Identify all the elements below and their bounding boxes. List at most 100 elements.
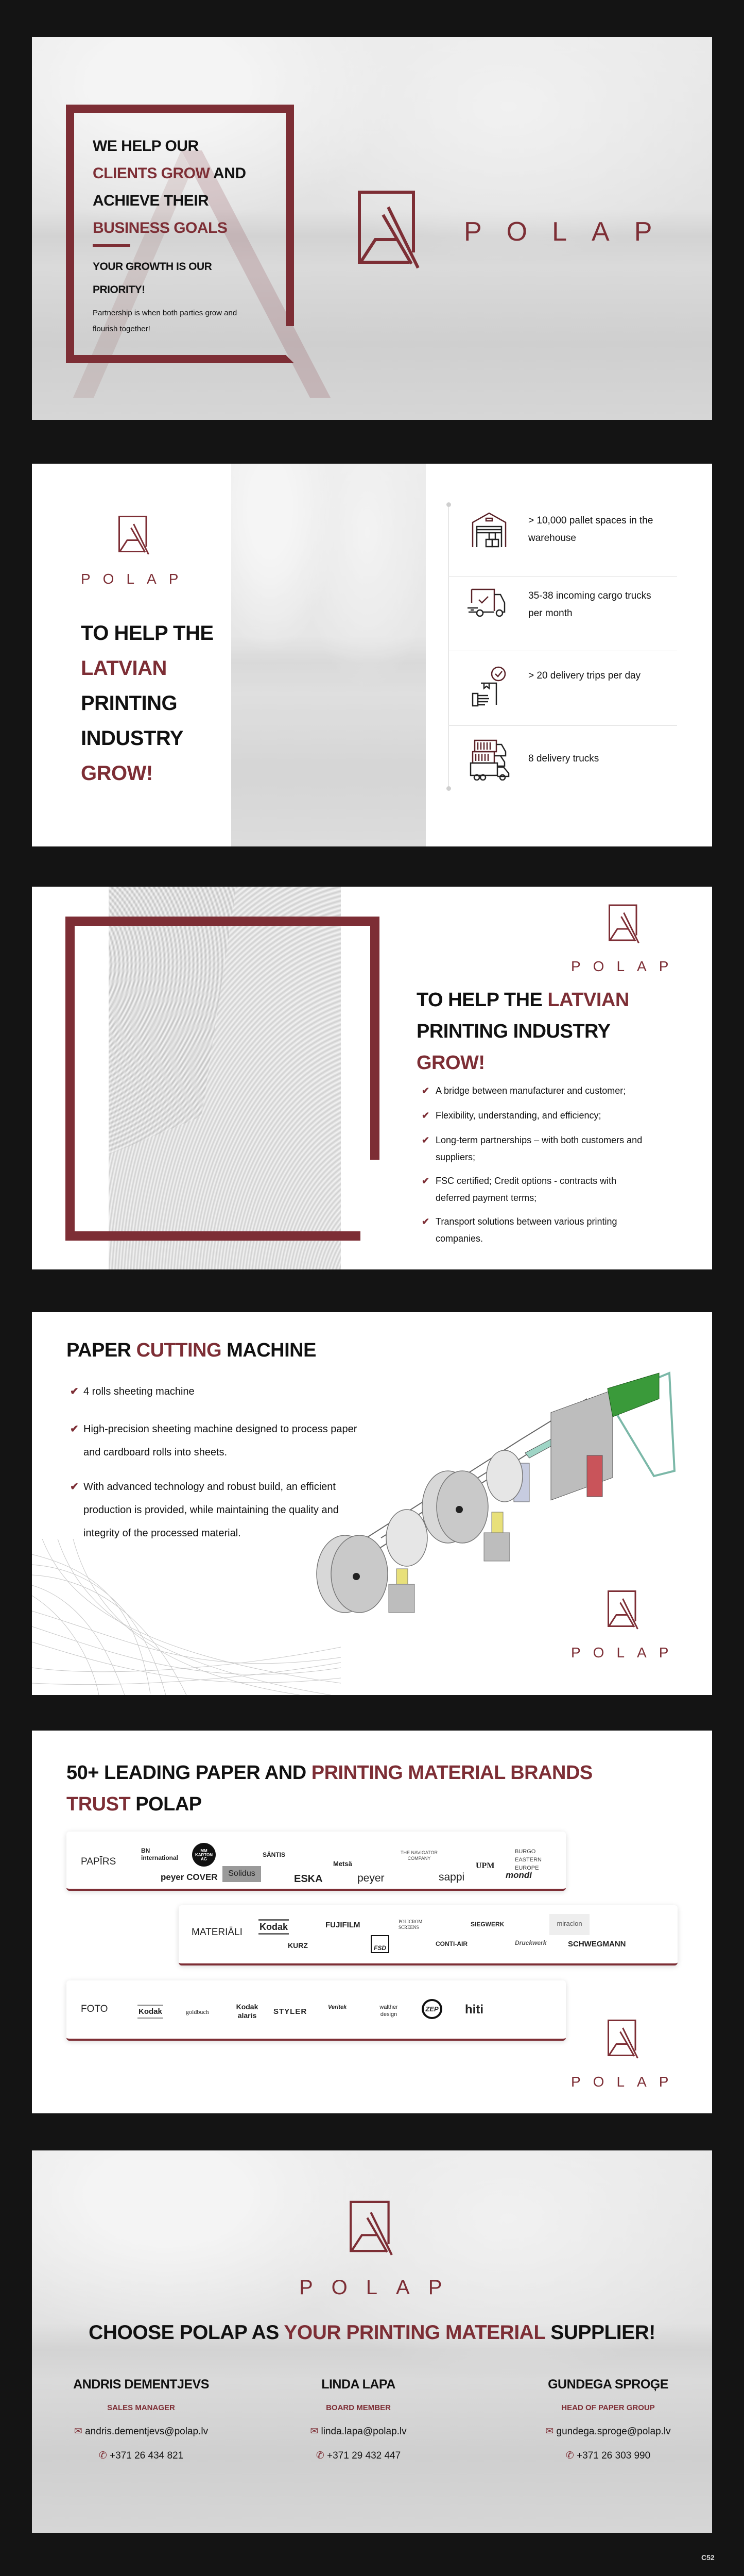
divider <box>93 244 130 247</box>
brand-logo-mondi: mondi <box>506 1870 532 1880</box>
title-line: 50+ LEADING PAPER AND PRINTING MATERIAL … <box>66 1757 593 1789</box>
contact-name: LINDA LAPA <box>321 2377 395 2392</box>
brand-logo-peyer-cover: peyer COVER <box>161 1872 218 1882</box>
timeline-line <box>448 504 449 788</box>
list-item: ✔A bridge between manufacturer and custo… <box>422 1082 679 1099</box>
list-item-text: FSC certified; Credit options - contract… <box>436 1176 617 1203</box>
brand-logo-conti-air: CONTI-AIR <box>436 1940 468 1947</box>
list-item-text: With advanced technology and robust buil… <box>83 1481 339 1539</box>
brand-logo-bn: BN international <box>141 1847 179 1861</box>
brand-logo-veritek: Veritek <box>328 2004 347 2010</box>
brand-logo-miraclon: miraclon <box>549 1914 590 1935</box>
brand-logo-policrom: POLICROM SCREENS <box>399 1919 423 1930</box>
brand-card-paper <box>66 1832 566 1891</box>
contact-email-row[interactable]: ✉ gundega.sproge@polap.lv <box>526 2426 690 2437</box>
subheading-line: YOUR GROWTH IS OUR <box>93 261 212 273</box>
stat-delivery-trips: > 20 delivery trips per day <box>528 670 641 681</box>
headline-line: LATVIAN <box>81 657 167 680</box>
polap-wordmark: POLAP <box>299 2276 461 2299</box>
brand-card-materials <box>179 1905 678 1965</box>
contact-phone[interactable]: +371 26 434 821 <box>110 2450 184 2461</box>
background-a-watermark <box>73 150 331 398</box>
contact-phone-row[interactable]: ✆ +371 26 303 990 <box>526 2450 690 2462</box>
contact-phone[interactable]: +371 26 303 990 <box>577 2450 651 2461</box>
headline-line: WE HELP OUR <box>93 138 199 155</box>
brand-logo-navigator: THE NAVIGATOR COMPANY <box>400 1850 438 1861</box>
list-item: ✔Transport solutions between various pri… <box>422 1213 643 1247</box>
frame-right-edge <box>286 105 294 326</box>
check-icon: ✔ <box>70 1423 79 1435</box>
list-item: ✔High-precision sheeting machine designe… <box>70 1418 374 1464</box>
headline-line: CLIENTS GROW AND <box>93 160 246 187</box>
check-icon: ✔ <box>422 1216 430 1227</box>
headline-text: SUPPLIER! <box>545 2321 655 2344</box>
brand-card-photo <box>66 1980 566 2041</box>
contact-role: HEAD OF PAPER GROUP <box>561 2403 655 2412</box>
polap-wordmark: POLAP <box>464 217 677 247</box>
polap-logo-icon <box>358 191 420 269</box>
contact-phone[interactable]: +371 29 432 447 <box>327 2450 401 2461</box>
check-icon: ✔ <box>70 1481 79 1493</box>
title-text: MACHINE <box>221 1340 316 1361</box>
headline-line: PRINTING INDUSTRY <box>417 1021 611 1042</box>
title-accent: TRUST <box>66 1793 131 1815</box>
phone-icon: ✆ <box>98 2450 107 2461</box>
brand-logo-walther-design: walther design <box>379 2004 398 2018</box>
email-icon: ✉ <box>74 2426 82 2437</box>
contact-role: SALES MANAGER <box>107 2403 175 2412</box>
phone-icon: ✆ <box>316 2450 324 2461</box>
brand-logo-santis: SÄNTIS <box>263 1851 286 1858</box>
hero-headline: WE HELP OUR CLIENTS GROW AND ACHIEVE THE… <box>93 132 246 242</box>
contact-slide: POLAP CHOOSE POLAP AS YOUR PRINTING MATE… <box>32 2150 712 2533</box>
headline-line: INDUSTRY <box>81 727 183 750</box>
brand-logo-schwegmann: SCHWEGMANN <box>568 1940 626 1948</box>
headline-line: TO HELP THE LATVIAN <box>417 985 629 1016</box>
check-icon: ✔ <box>422 1110 430 1121</box>
check-icon: ✔ <box>422 1176 430 1186</box>
list-item: ✔Long-term partnerships – with both cust… <box>422 1132 648 1166</box>
contact-phone-row[interactable]: ✆ +371 29 432 447 <box>276 2450 441 2462</box>
brand-logo-hiti: hiti <box>465 2003 483 2016</box>
closing-headline: CHOOSE POLAP AS YOUR PRINTING MATERIAL S… <box>32 2321 712 2344</box>
contact-email[interactable]: gundega.sproge@polap.lv <box>556 2426 671 2437</box>
hero-subheading: YOUR GROWTH IS OUR PRIORITY! <box>93 255 212 301</box>
brand-logo-eska: ESKA <box>294 1873 323 1885</box>
list-item: ✔ With advanced technology and robust bui… <box>70 1476 358 1545</box>
values-list: ✔A bridge between manufacturer and custo… <box>422 1082 679 1247</box>
truck-fleet-icon <box>470 739 510 781</box>
headline-line: TO HELP THE <box>81 622 214 645</box>
brand-logo-kodak: Kodak <box>258 1919 289 1935</box>
timeline-dot <box>446 786 451 791</box>
contact-email[interactable]: andris.dementjevs@polap.lv <box>85 2426 209 2437</box>
polap-logo-icon <box>608 2019 638 2059</box>
contact-phone-row[interactable]: ✆ +371 26 434 821 <box>59 2450 223 2462</box>
title-text: PAPER <box>66 1340 136 1361</box>
headline-accent: YOUR PRINTING MATERIAL <box>284 2321 545 2344</box>
check-icon: ✔ <box>422 1135 430 1145</box>
category-label: MATERIĀLI <box>192 1927 243 1938</box>
machine-slide: PAPER CUTTING MACHINE ✔4 rolls sheeting … <box>32 1312 712 1695</box>
frame-bottom-edge <box>65 1231 360 1241</box>
brand-logo-sappi: sappi <box>439 1871 465 1883</box>
polap-logo-icon <box>608 1590 638 1630</box>
contact-email-row[interactable]: ✉ linda.lapa@polap.lv <box>276 2426 441 2437</box>
brand-logo-goldbuch: goldbuch <box>186 2008 209 2015</box>
values-slide: POLAP TO HELP THE LATVIAN PRINTING INDUS… <box>32 887 712 1269</box>
check-icon: ✔ <box>70 1386 79 1397</box>
polap-wordmark: POLAP <box>571 958 681 974</box>
headline-line: BUSINESS GOALS <box>93 219 228 236</box>
delivery-truck-check-icon <box>468 588 506 617</box>
title-accent: CUTTING <box>136 1340 222 1361</box>
polap-logo-icon <box>118 515 149 555</box>
brand-logo-metsa: Metsä <box>333 1860 352 1868</box>
mission-headline: TO HELP THE LATVIAN PRINTING INDUSTRY GR… <box>417 985 629 1079</box>
contact-card: ANDRIS DEMENTJEVS SALES MANAGER ✉ andris… <box>59 2377 223 2462</box>
headline-accent: LATVIAN <box>547 989 629 1011</box>
contact-name: ANDRIS DEMENTJEVS <box>73 2377 209 2392</box>
headline-accent: CLIENTS GROW <box>93 165 210 182</box>
slide-title: PAPER CUTTING MACHINE <box>66 1339 316 1362</box>
contact-email[interactable]: linda.lapa@polap.lv <box>321 2426 407 2437</box>
list-item-text: Flexibility, understanding, and efficien… <box>436 1110 601 1121</box>
contact-email-row[interactable]: ✉ andris.dementjevs@polap.lv <box>59 2426 223 2437</box>
contact-role: BOARD MEMBER <box>326 2403 391 2412</box>
